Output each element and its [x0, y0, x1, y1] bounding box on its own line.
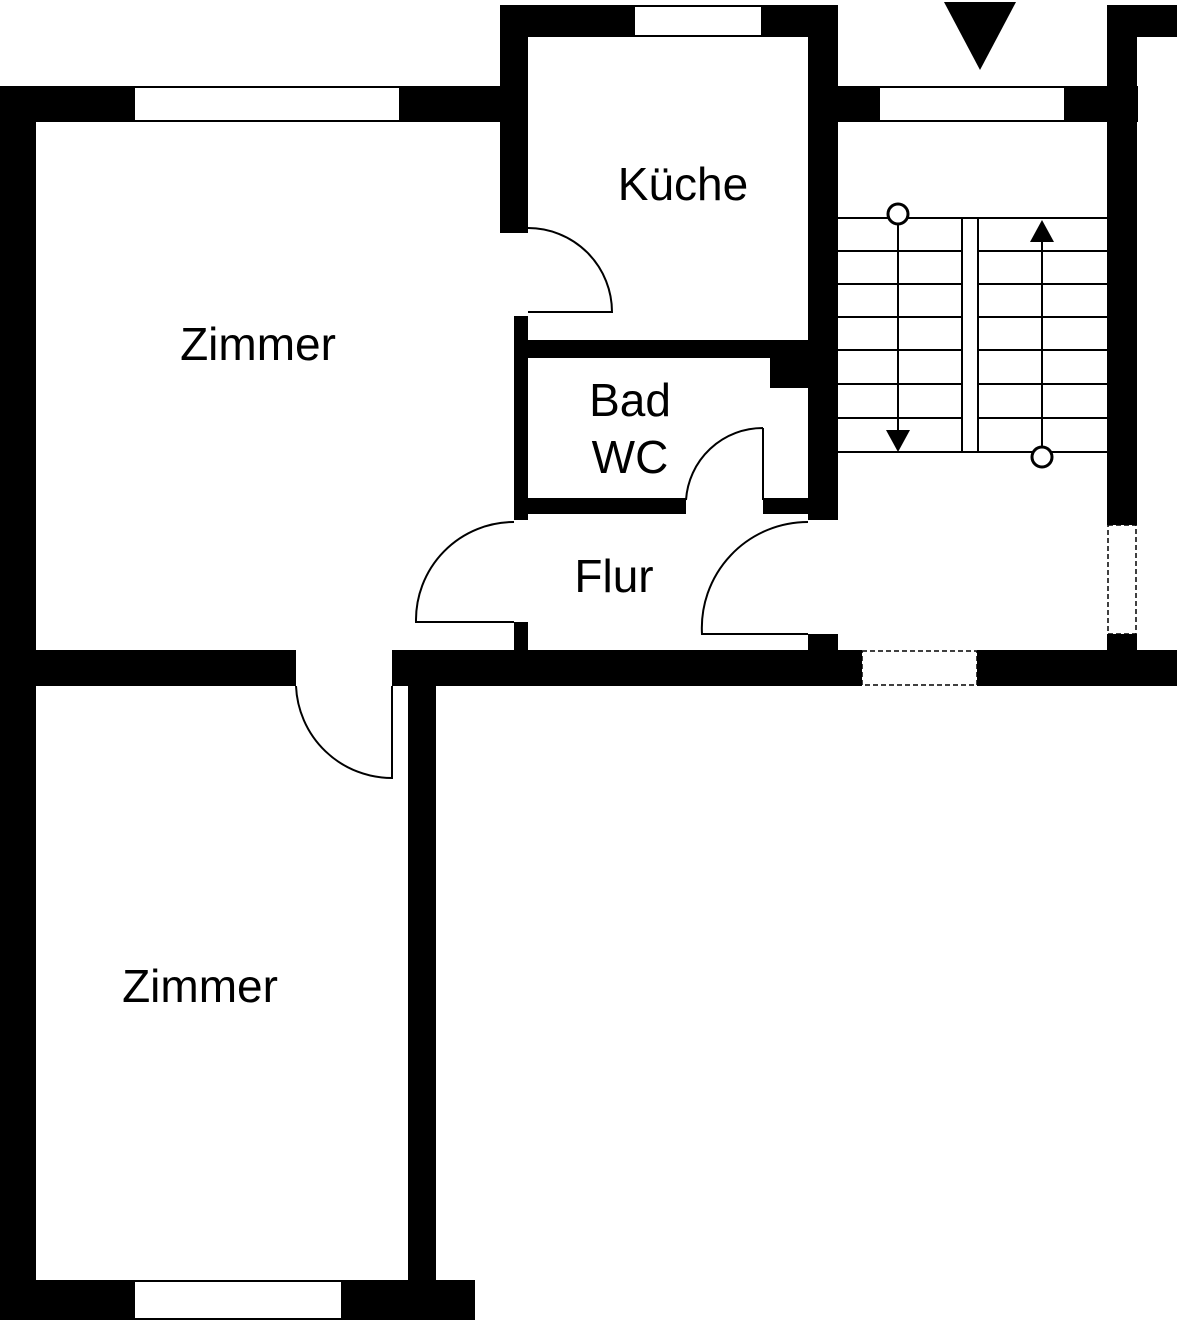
wall-right-upper: [1107, 5, 1137, 525]
wall-lower-right: [408, 650, 436, 1320]
window-stair: [878, 86, 1066, 122]
wall-kitchen-left-upper: [500, 5, 528, 233]
wall-right-cap: [1107, 5, 1177, 37]
room-label-zimmer-bottom: Zimmer: [122, 960, 278, 1012]
door-bath[interactable]: [685, 426, 764, 501]
room-label-bad: Bad: [589, 374, 671, 426]
wall-flur-stub: [514, 622, 528, 652]
stair-handrail: [961, 217, 979, 453]
wall-bath-bottom-right: [763, 498, 838, 514]
wall-kitchen-left-lower: [514, 316, 528, 342]
room-label-wc: WC: [592, 431, 669, 483]
entrance-arrow-icon: [944, 2, 1016, 70]
doors: [295, 227, 809, 780]
exterior-walls: [0, 5, 1177, 1320]
window-zimmer-bottom: [133, 1280, 343, 1320]
wall-left: [0, 86, 36, 1320]
stair-up-arrow-icon: [1030, 220, 1054, 469]
interior-walls: [514, 316, 838, 654]
wall-mid-center: [392, 650, 862, 686]
staircase: [838, 202, 1107, 469]
dashed-opening-bottom: [861, 650, 978, 686]
wall-mid-left: [0, 650, 296, 686]
wall-bath-left: [514, 340, 528, 520]
wall-entry-stub: [808, 634, 838, 654]
window-kitchen: [633, 5, 763, 37]
window-zimmer-top: [133, 86, 401, 122]
wall-bath-shaft: [770, 340, 838, 388]
wall-bath-bottom-left: [514, 498, 686, 514]
stair-down-arrow-icon: [886, 202, 910, 452]
dashed-opening-right: [1107, 524, 1137, 635]
door-flur-left[interactable]: [414, 521, 515, 623]
room-label-zimmer-top: Zimmer: [180, 318, 336, 370]
door-kitchen[interactable]: [514, 227, 614, 313]
wall-mid-right: [977, 650, 1177, 686]
door-entrance[interactable]: [700, 520, 809, 635]
windows: [133, 5, 1137, 1320]
room-label-kueche: Küche: [618, 158, 748, 210]
wall-kitchen-right: [808, 5, 838, 520]
room-label-flur: Flur: [574, 550, 653, 602]
door-zimmer-bottom[interactable]: [295, 685, 393, 780]
wall-kitchen-bottom: [514, 340, 838, 358]
